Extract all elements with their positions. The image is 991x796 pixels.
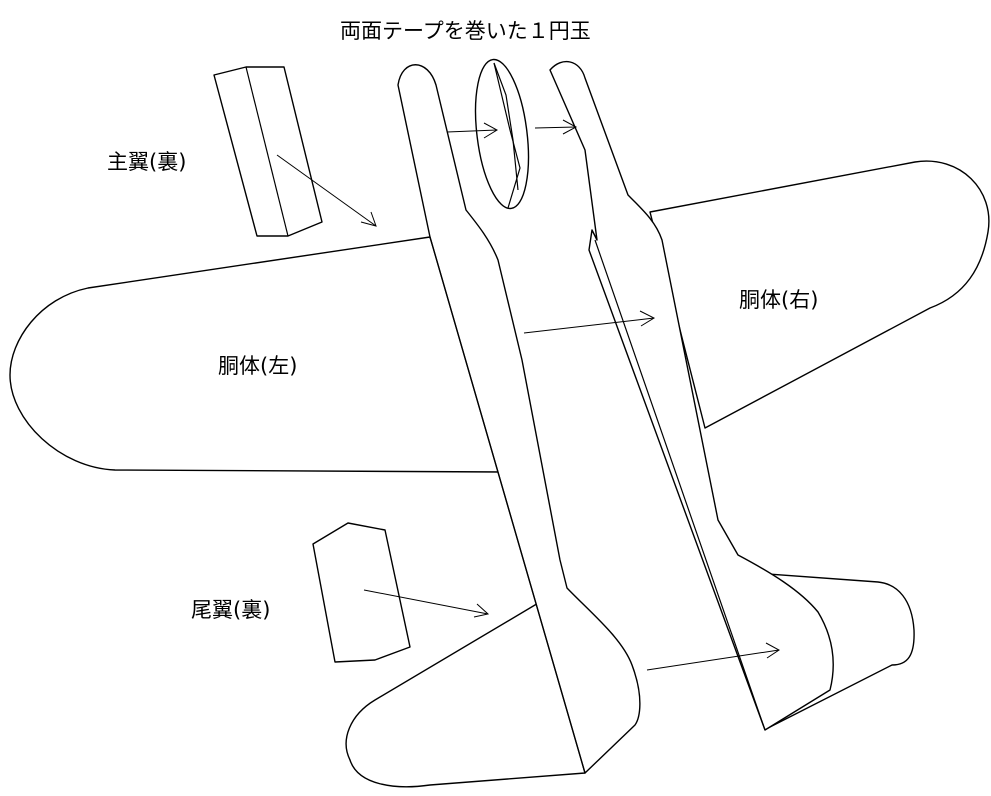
fuselage-left-body (397, 64, 641, 774)
coin-face (474, 58, 530, 210)
fuselage-left-tail (345, 601, 586, 788)
main-wing-back-label: 主翼(裏) (107, 150, 187, 174)
coin-tape-line (493, 62, 521, 209)
fuselage-right-body (549, 60, 834, 731)
fuselage-left-fold-line (429, 236, 586, 774)
tail-wing-back-label: 尾翼(裏) (191, 598, 271, 622)
fuselage-right (549, 60, 990, 731)
arrow (363, 589, 490, 618)
main-wing-back (213, 66, 323, 237)
tail-wing-back (312, 522, 411, 663)
fuselage-left-wing (9, 236, 506, 473)
coin (474, 58, 530, 210)
assembly-arrows (276, 119, 780, 671)
fuselage-left (9, 64, 641, 788)
arrow (534, 119, 578, 135)
arrow (523, 310, 656, 334)
coin-tape-line (493, 62, 519, 191)
main-wing-back-shape (213, 66, 323, 237)
arrow (646, 642, 780, 671)
coin-label: 両面テープを巻いた１円玉 (340, 19, 591, 43)
main-wing-back-crease (245, 66, 289, 237)
fuselage-right-label: 胴体(右) (739, 288, 819, 312)
fuselage-right-wing (649, 160, 990, 429)
arrow (446, 122, 499, 139)
tail-wing-back-shape (312, 522, 411, 663)
fuselage-left-label: 胴体(左) (218, 354, 298, 378)
arrow (276, 154, 377, 227)
